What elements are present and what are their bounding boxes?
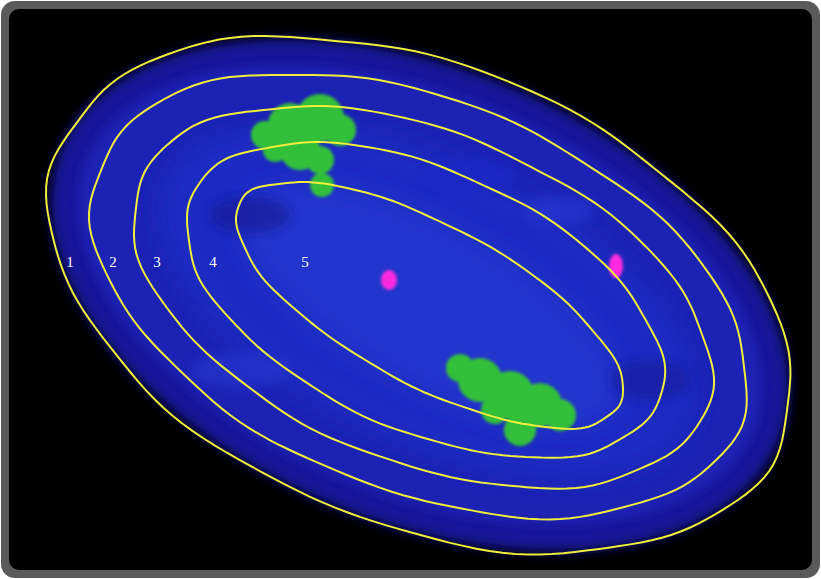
nuclear-shell: 345 xyxy=(134,106,714,489)
magenta-spot xyxy=(381,254,623,290)
nuclear-shell: 2345 xyxy=(89,75,747,519)
shell-number: 5 xyxy=(301,254,309,269)
nuclear-shell: 5 xyxy=(236,182,623,429)
shell-number: 3 xyxy=(153,254,161,269)
shell-line xyxy=(133,106,713,489)
nuclear-shell: 45 xyxy=(187,142,665,458)
nuclear-shell: 12345 xyxy=(46,36,790,555)
shell-line xyxy=(187,142,665,458)
shell-outline xyxy=(187,142,665,458)
shell-line xyxy=(236,182,623,429)
shell-outline xyxy=(89,75,747,519)
shell-outline xyxy=(236,182,623,429)
shell-outline xyxy=(134,106,714,489)
shell-line xyxy=(89,75,747,519)
shell-line xyxy=(46,36,790,555)
shell-number: 1 xyxy=(66,254,74,269)
shell-number: 2 xyxy=(109,254,117,269)
shell-number: 4 xyxy=(209,254,217,269)
